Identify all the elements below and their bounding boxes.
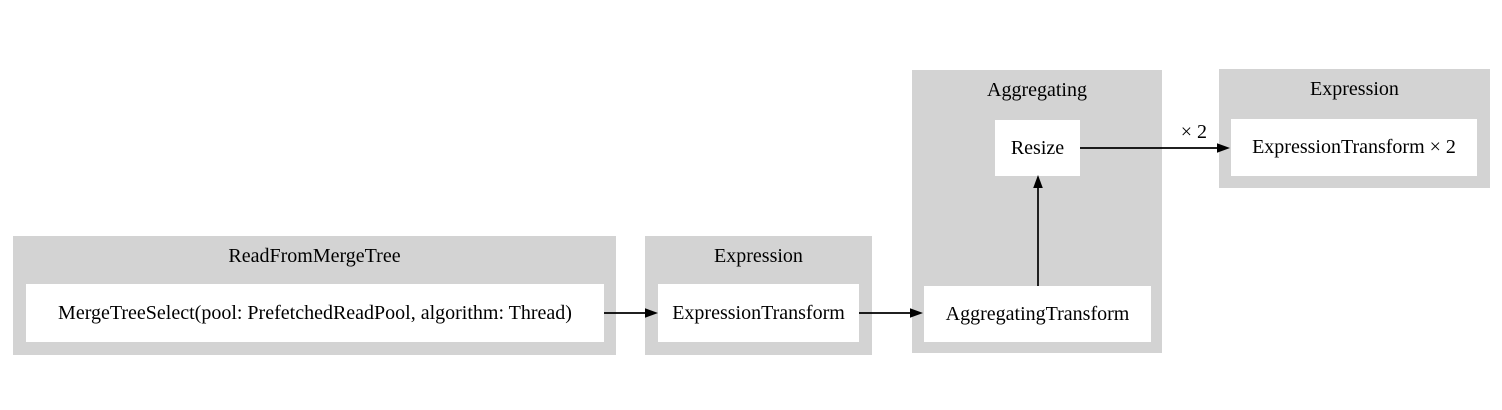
node-expressiontransform-x2: ExpressionTransform × 2 (1231, 119, 1477, 176)
node-expressiontransform: ExpressionTransform (658, 284, 859, 342)
edge-label-x2: × 2 (1180, 121, 1207, 143)
cluster-expression-1: Expression ExpressionTransform (645, 236, 872, 355)
node-aggregatingtransform: AggregatingTransform (924, 286, 1151, 342)
cluster-aggregating-title: Aggregating (987, 79, 1087, 101)
cluster-aggregating: Aggregating Resize AggregatingTransform (912, 70, 1162, 353)
cluster-readfrommergetree-title: ReadFromMergeTree (228, 245, 401, 267)
node-resize: Resize (995, 120, 1080, 176)
cluster-readfrommergetree: ReadFromMergeTree MergeTreeSelect(pool: … (13, 236, 616, 355)
cluster-expression-1-title: Expression (714, 245, 803, 267)
cluster-expression-2-title: Expression (1310, 78, 1399, 100)
cluster-expression-2: Expression ExpressionTransform × 2 (1219, 69, 1490, 188)
node-mergetreeselect: MergeTreeSelect(pool: PrefetchedReadPool… (26, 284, 604, 342)
